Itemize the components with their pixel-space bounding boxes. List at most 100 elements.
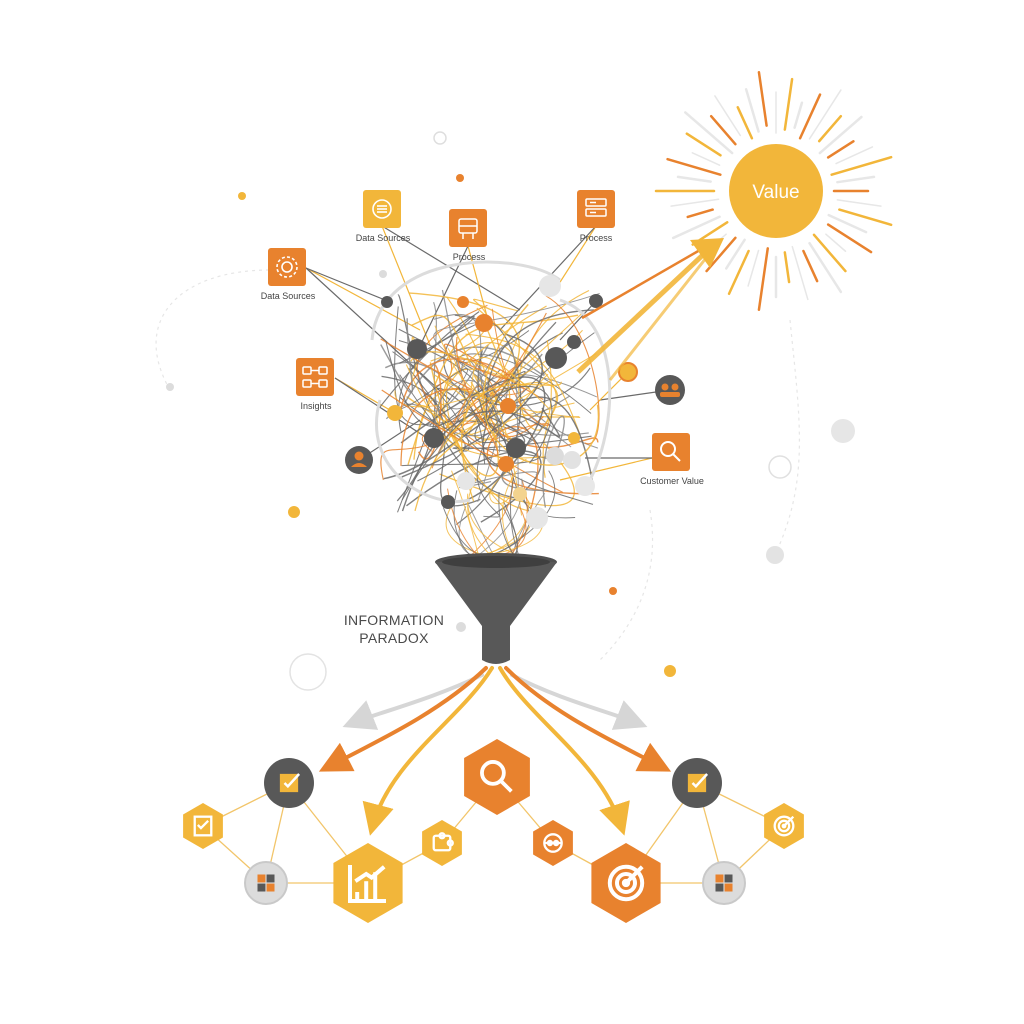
funnel-title-line1: INFORMATION	[344, 612, 444, 628]
tangle-line	[430, 298, 518, 362]
sun-rays	[654, 70, 893, 312]
sun-ray	[802, 249, 819, 283]
bottom-node	[244, 861, 288, 905]
sun-ray	[757, 247, 769, 312]
top-node-insights: Insights	[296, 358, 334, 411]
tangle-line	[451, 470, 480, 557]
tangle-line	[477, 478, 523, 557]
bar-chart-icon	[348, 865, 386, 903]
sun-ray	[747, 249, 760, 287]
bottom-node	[672, 758, 722, 808]
sun-ray	[830, 155, 893, 176]
tangle-line	[443, 311, 591, 407]
tangle-line	[381, 336, 499, 457]
sun-ray	[793, 101, 804, 129]
sun-ray	[714, 95, 742, 137]
bottom-node	[591, 843, 661, 923]
sun-ray	[836, 175, 876, 184]
output-streams	[318, 666, 672, 836]
top-node-label: Data Sources	[356, 233, 411, 243]
sun-ray	[671, 215, 721, 240]
tangle-line	[435, 356, 528, 439]
cubes-icon	[715, 874, 733, 892]
sun-ray	[808, 241, 843, 294]
sun-ray	[727, 249, 750, 296]
top-node-label: Process	[580, 233, 613, 243]
bottom-node	[333, 843, 403, 923]
sun-ray	[808, 89, 842, 140]
bottom-node	[422, 820, 462, 866]
user-node	[345, 446, 373, 474]
tangle-line	[385, 340, 486, 465]
sun-ray	[812, 233, 847, 273]
top-node-label: Data Sources	[261, 291, 316, 301]
background-decor	[155, 269, 800, 661]
sun-ray	[686, 208, 714, 219]
funnel-title-line2: PARADOX	[359, 630, 429, 646]
bottom-nodes	[183, 739, 804, 923]
task-circle-icon	[279, 773, 301, 793]
background-dots	[166, 131, 855, 691]
sun-ray	[705, 236, 737, 273]
tangle-line	[405, 364, 549, 445]
tangle-line	[436, 343, 519, 490]
sun-ray	[691, 152, 721, 166]
tangle-line	[380, 338, 473, 466]
team-node	[655, 375, 685, 405]
sun-ray	[685, 132, 722, 157]
connector-lines	[305, 225, 671, 481]
top-node-data-sources-2: Data Sources	[261, 248, 316, 301]
tangle-line	[490, 308, 550, 443]
sun-ray	[684, 111, 734, 155]
tangle-line	[474, 371, 532, 444]
tangle-line	[465, 333, 581, 435]
sun-ray	[670, 198, 720, 207]
bottom-node	[764, 803, 804, 849]
sun-ray	[676, 175, 712, 183]
tangle-line	[476, 332, 595, 518]
target-icon	[607, 864, 645, 902]
sun-ray	[826, 140, 855, 159]
tangle-line	[397, 294, 526, 500]
sun-label: Value	[752, 182, 799, 203]
server-icon	[585, 198, 607, 217]
tangle-line	[559, 298, 612, 481]
sun-ray	[825, 233, 847, 252]
top-node-customer-value: Customer Value	[640, 433, 704, 486]
tangle-of-lines	[370, 260, 612, 557]
box-icon	[257, 874, 275, 892]
checklist-icon	[193, 815, 213, 837]
tangle-line	[370, 260, 561, 341]
tangle-line	[542, 415, 565, 508]
sun-ray	[818, 115, 863, 155]
sun-ray	[838, 208, 893, 227]
tangle-line	[433, 292, 600, 448]
target-icon	[773, 815, 795, 837]
gear-icon	[276, 256, 298, 278]
network-icon	[543, 833, 563, 853]
circle-node-shape	[244, 861, 288, 905]
value-arrow	[576, 238, 724, 381]
search-icon	[480, 760, 513, 793]
sun-ray	[744, 88, 760, 133]
sun-ray	[827, 213, 868, 234]
search-icon	[660, 441, 681, 462]
sun-ray	[783, 251, 791, 284]
tangle-line	[433, 313, 589, 436]
sun-ray	[835, 146, 874, 165]
top-node-label: Customer Value	[640, 476, 704, 486]
hex-node-shape	[422, 820, 462, 866]
bottom-node	[183, 803, 223, 849]
sun-ray	[783, 77, 794, 131]
top-node-process-1: Process	[449, 209, 487, 262]
puzzle-icon	[432, 832, 454, 852]
sun-ray	[709, 114, 737, 146]
tangle-line	[398, 314, 480, 432]
funnel-title: INFORMATION PARADOX	[344, 612, 444, 646]
tangle-line	[400, 376, 546, 501]
database-icon	[372, 199, 392, 219]
tangle-line	[545, 295, 600, 445]
bottom-node	[533, 820, 573, 866]
tangle-line	[460, 381, 562, 502]
sun-ray	[725, 238, 746, 270]
